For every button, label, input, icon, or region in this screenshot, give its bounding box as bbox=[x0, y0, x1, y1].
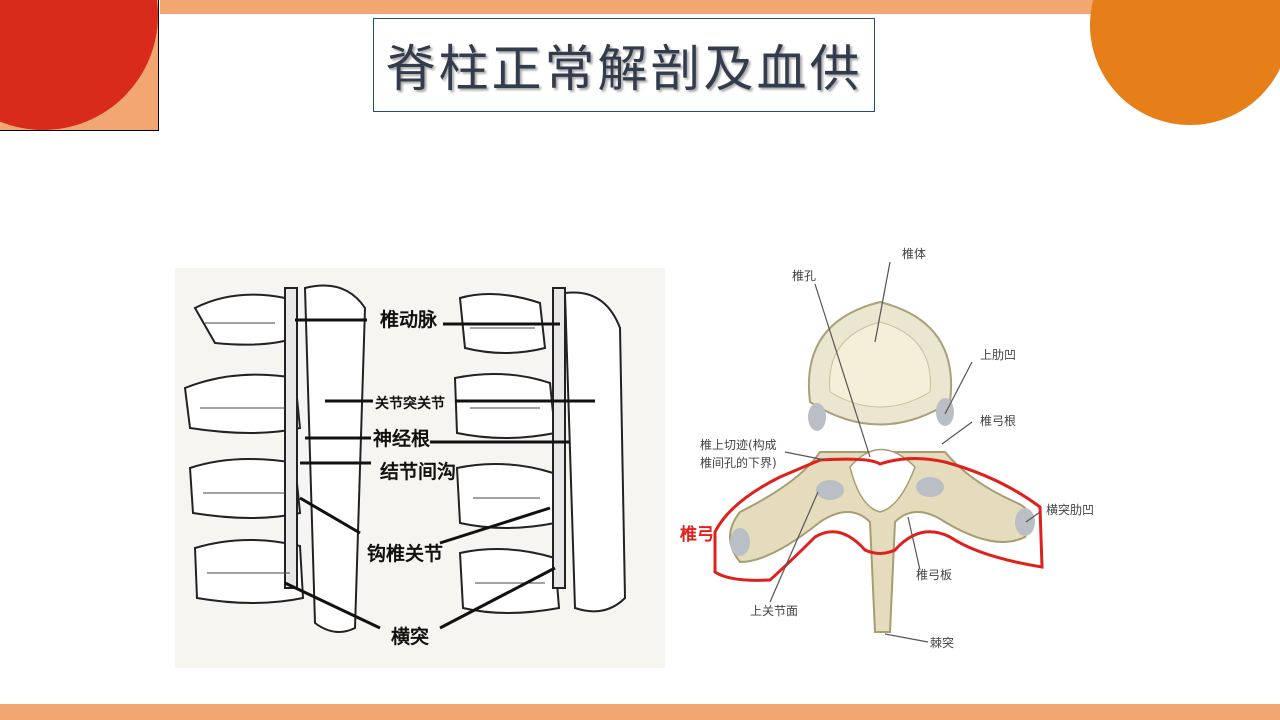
label-vertebral-foramen: 椎孔 bbox=[792, 268, 816, 283]
slide-title: 脊柱正常解剖及血供 bbox=[385, 40, 863, 98]
label-pedicle: 椎弓根 bbox=[980, 413, 1016, 428]
label-superior-articular-facet: 上关节面 bbox=[750, 604, 798, 618]
label-uncovertebral-joint: 钩椎关节 bbox=[367, 542, 443, 565]
label-lamina: 椎弓板 bbox=[916, 567, 952, 582]
label-superior-notch-line1: 椎上切迹(构成 bbox=[700, 437, 777, 452]
red-circle-decoration bbox=[0, 0, 158, 130]
label-vertebral-body: 椎体 bbox=[902, 246, 926, 261]
cervical-spine-drawing: 椎动脉 关节突关节 神经根 结节间沟 钩椎关节 横突 bbox=[183, 284, 627, 648]
label-vertebral-artery: 椎动脉 bbox=[380, 308, 438, 331]
label-intersegmental-groove: 结节间沟 bbox=[380, 460, 456, 483]
label-spinous-process: 棘突 bbox=[930, 635, 954, 650]
vertebra-illustration: 椎体 椎孔 上肋凹 椎弓根 椎上切迹(构成 椎间孔的下界) 椎弓 横突肋凹 椎弓… bbox=[679, 232, 1120, 657]
label-transverse-process: 横突 bbox=[391, 625, 429, 648]
cervical-spine-illustration: 椎动脉 关节突关节 神经根 结节间沟 钩椎关节 横突 bbox=[175, 268, 665, 668]
label-vertebral-arch: 椎弓 bbox=[680, 524, 714, 545]
orange-circle-decoration bbox=[1090, 0, 1280, 125]
label-superior-costal-facet: 上肋凹 bbox=[980, 347, 1016, 362]
bottom-accent-bar bbox=[0, 704, 1280, 720]
corner-decoration-box bbox=[0, 0, 159, 131]
label-facet-joint: 关节突关节 bbox=[375, 395, 445, 412]
title-box: 脊柱正常解剖及血供 bbox=[373, 18, 875, 112]
label-transverse-costal-facet: 横突肋凹 bbox=[1046, 502, 1094, 517]
top-accent-bar bbox=[160, 0, 1120, 14]
vertebra-drawing: 椎体 椎孔 上肋凹 椎弓根 椎上切迹(构成 椎间孔的下界) 椎弓 横突肋凹 椎弓… bbox=[679, 246, 1094, 650]
label-superior-notch-line2: 椎间孔的下界) bbox=[700, 455, 777, 470]
label-nerve-root: 神经根 bbox=[373, 427, 430, 450]
